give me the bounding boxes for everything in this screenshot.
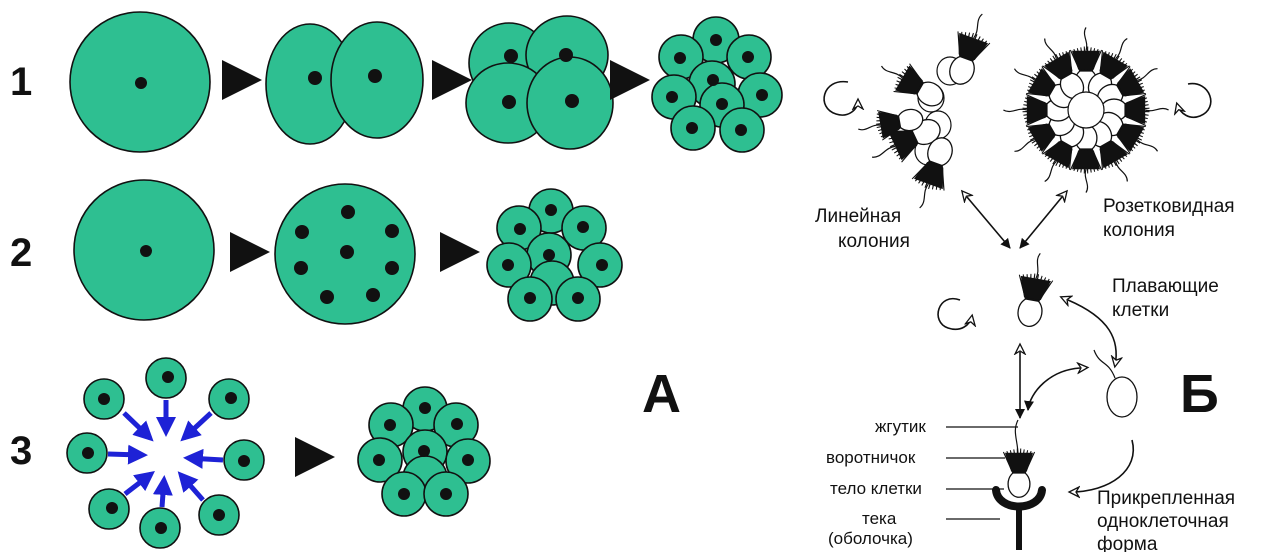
label-flagellum: жгутик [875, 417, 926, 436]
rotation-arrow-icon [824, 82, 858, 115]
row-1-four-cell [466, 16, 613, 149]
curved-arrow-icon [1068, 300, 1116, 366]
arrow-blue-icon [184, 413, 211, 438]
arrow-blue-icon [162, 480, 164, 507]
arrow-blue-icon [188, 458, 223, 460]
rosette-colony [1003, 27, 1168, 192]
row-2-label: 2 [10, 231, 32, 275]
label-theca-1: тека [862, 509, 897, 528]
row-1-zygote [70, 12, 210, 152]
double-arrow-icon [1020, 197, 1062, 248]
arrow-blue-icon [181, 475, 203, 500]
row-2-zygote [74, 180, 214, 320]
panel-a: 1 2 3 [10, 12, 782, 548]
panel-b: Линейная колония Розетковидная колония П… [815, 8, 1235, 552]
arrow-blue-icon [108, 454, 143, 455]
caption-attached-3: форма [1097, 534, 1158, 552]
row-2-syncytium [275, 184, 415, 324]
row-1-two-cell [266, 22, 423, 144]
blue-convergence-arrows [108, 400, 223, 507]
curved-arrow-icon [1028, 368, 1080, 410]
choanoflagellate-cell [1003, 449, 1034, 498]
curved-arrow-icon [1070, 440, 1133, 492]
caption-swimming-1: Плавающие [1112, 276, 1219, 297]
attached-cell [996, 420, 1042, 550]
row-1-morula [652, 17, 782, 152]
arrow-blue-icon [125, 474, 151, 494]
rotation-arrow-icon [1177, 84, 1211, 118]
label-theca-2: (оболочка) [828, 529, 913, 548]
label-collar: воротничок [826, 448, 916, 467]
linear-colony [856, 8, 999, 213]
caption-linear-1: Линейная [815, 206, 901, 227]
row-1-label: 1 [10, 60, 32, 104]
caption-swimming-2: клетки [1112, 300, 1169, 321]
caption-linear-2: колония [838, 231, 910, 252]
caption-rosette-1: Розетковидная [1103, 196, 1235, 217]
row-3-label: 3 [10, 429, 32, 473]
row-2-cellular-embryo [487, 189, 622, 321]
row-3-aggregate [358, 387, 490, 516]
arrow-blue-icon [124, 413, 150, 438]
label-cell-body: тело клетки [830, 479, 922, 498]
row-3-aggregating-cells [67, 358, 264, 548]
panel-a-label: А [642, 364, 681, 424]
caption-rosette-2: колония [1103, 220, 1175, 241]
caption-attached-2: одноклеточная [1097, 511, 1229, 532]
choanoflagellate-cell [1011, 250, 1057, 329]
panel-b-label: Б [1180, 364, 1219, 424]
caption-attached-1: Прикрепленная [1097, 488, 1235, 509]
double-arrow-icon [967, 197, 1010, 248]
rotation-arrow-icon [938, 299, 972, 330]
